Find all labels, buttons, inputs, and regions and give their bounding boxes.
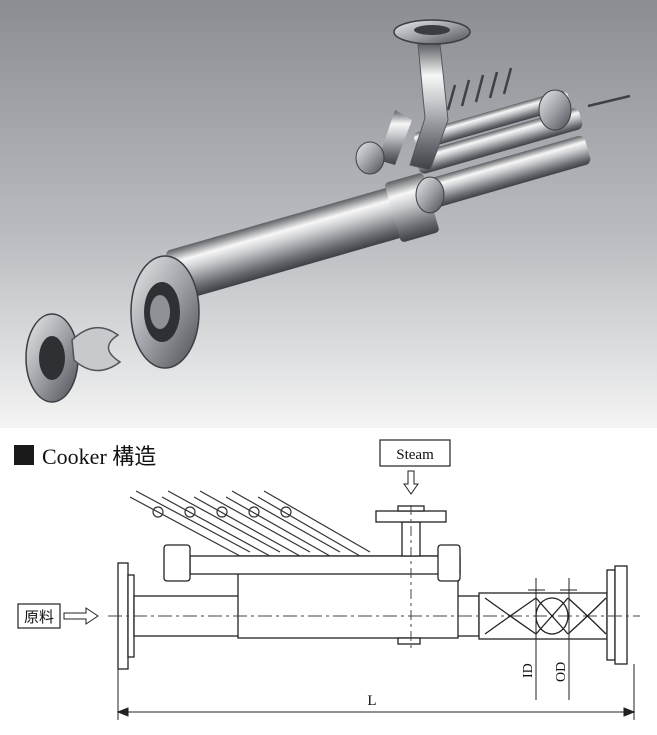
header-pipe [189, 555, 461, 575]
section-heading: Cooker 構造 [14, 440, 156, 470]
cooker-product-photo [0, 0, 657, 428]
black-square-bullet-icon [14, 445, 34, 465]
right-flange [606, 569, 616, 661]
steam-label-box [379, 439, 451, 467]
steam-label: Steam [396, 447, 434, 463]
cooker-structure-drawing: ID OD L Steam 原料 [17, 439, 640, 720]
steam-inlet-branch [378, 19, 471, 171]
id-dimension-label: ID [521, 663, 536, 678]
screw-rotor [71, 326, 122, 372]
steam-arrow-icon [403, 470, 419, 495]
raw-material-label: 原料 [24, 609, 54, 626]
nozzle-array [129, 490, 371, 557]
length-label: L [367, 693, 376, 709]
left-hex-nut [163, 544, 191, 582]
section-title: Cooker 構造 [42, 444, 157, 469]
raw-material-arrow-icon [63, 607, 99, 625]
length-dimension [116, 664, 636, 720]
right-hex-nut [437, 544, 461, 582]
main-pipe [165, 90, 591, 301]
raw-material-label-box [17, 603, 61, 629]
injector-nozzles [446, 67, 631, 111]
od-dimension-label: OD [554, 662, 569, 682]
